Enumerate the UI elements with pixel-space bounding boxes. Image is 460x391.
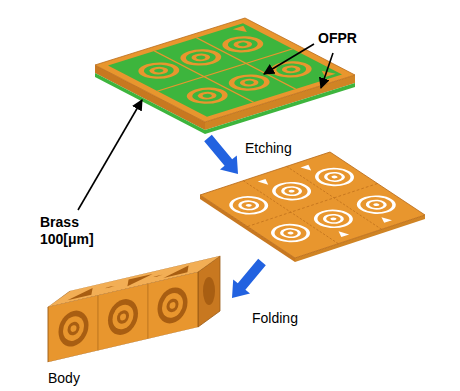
brass-surface (95, 18, 355, 122)
leader-line (78, 100, 142, 210)
ring-hole (352, 193, 402, 216)
triangle-hole (378, 216, 392, 223)
leader-line (321, 53, 333, 88)
ring-hole (310, 165, 360, 188)
body-front (48, 272, 198, 362)
thickness-label: 100[μm] (40, 231, 94, 247)
triangle-pattern (233, 26, 252, 34)
step-label: Etching (245, 140, 292, 156)
ring-hole (108, 296, 138, 338)
ring-hole (59, 307, 89, 349)
layer-label: OFPR (318, 30, 357, 46)
ring-pattern (172, 46, 229, 69)
ring-hole (158, 284, 188, 326)
process-arrow (232, 259, 266, 298)
triangle-hole (301, 165, 315, 172)
ring-pattern (221, 71, 278, 94)
ring-hole (267, 179, 317, 202)
ring-pattern (130, 59, 187, 82)
triangle-hole (335, 230, 349, 237)
ofpr-pattern (108, 23, 342, 117)
ring-hole (266, 221, 316, 244)
folded-body (48, 256, 220, 362)
small-hole (105, 286, 115, 289)
step-label: Folding (252, 310, 298, 326)
ring-hole (309, 207, 359, 230)
material-label: Brass (40, 214, 79, 230)
process-arrow (204, 135, 238, 174)
part-label: Body (48, 370, 80, 386)
body-front-face (48, 272, 198, 362)
ring-hole (203, 277, 215, 305)
fold-edge (147, 284, 148, 339)
fold-edge (97, 295, 98, 350)
triangle-hole (258, 179, 272, 186)
leader-line (264, 44, 314, 74)
coated-plate (95, 18, 355, 134)
ring-pattern (214, 33, 271, 56)
ring-hole (224, 194, 274, 217)
small-hole (153, 274, 163, 277)
plate-top (95, 18, 355, 122)
ring-pattern (179, 84, 236, 107)
